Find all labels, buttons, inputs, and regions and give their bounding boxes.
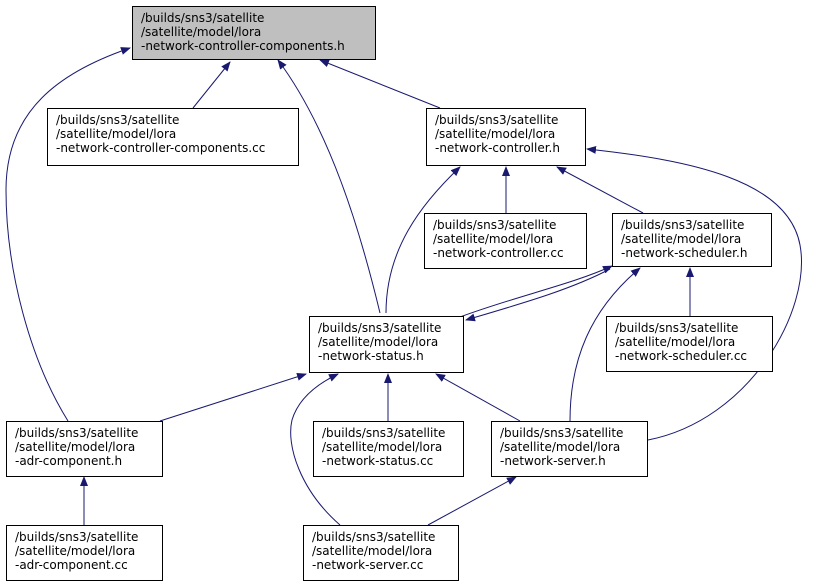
- node-adr-component-h[interactable]: /builds/sns3/satellite /satellite/model/…: [6, 421, 163, 477]
- node-line: /builds/sns3/satellite: [621, 218, 745, 232]
- node-line: /satellite/model/lora: [435, 127, 556, 141]
- node-line: /builds/sns3/satellite: [312, 530, 436, 544]
- node-line: /satellite/model/lora: [15, 544, 136, 558]
- node-line: /satellite/model/lora: [141, 25, 262, 39]
- edge-status-h-to-controller-h: [385, 166, 461, 314]
- node-line: /satellite/model/lora: [312, 544, 433, 558]
- node-network-status-cc[interactable]: /builds/sns3/satellite /satellite/model/…: [313, 421, 464, 477]
- node-adr-component-cc[interactable]: /builds/sns3/satellite /satellite/model/…: [6, 525, 163, 581]
- edge-components-cc-to-components-h: [192, 61, 231, 109]
- node-network-server-cc[interactable]: /builds/sns3/satellite /satellite/model/…: [303, 525, 459, 581]
- node-network-scheduler-cc[interactable]: /builds/sns3/satellite /satellite/model/…: [606, 316, 773, 372]
- node-line: -adr-component.h: [15, 454, 123, 468]
- node-network-controller-h[interactable]: /builds/sns3/satellite /satellite/model/…: [426, 108, 586, 166]
- node-line: /satellite/model/lora: [433, 232, 554, 246]
- node-line: -network-status.h: [318, 349, 424, 363]
- node-line: /satellite/model/lora: [500, 440, 621, 454]
- edge-scheduler-h-to-controller-h: [556, 166, 644, 214]
- edge-adr-h-to-components-h: [5, 47, 131, 422]
- node-network-status-h[interactable]: /builds/sns3/satellite /satellite/model/…: [309, 316, 464, 373]
- node-line: /satellite/model/lora: [318, 335, 439, 349]
- node-line: -network-server.cc: [312, 558, 424, 572]
- node-line: -network-controller-components.cc: [56, 141, 266, 155]
- node-network-scheduler-h[interactable]: /builds/sns3/satellite /satellite/model/…: [612, 213, 772, 267]
- node-line: -network-scheduler.h: [621, 246, 748, 260]
- node-network-controller-components-h: /builds/sns3/satellite /satellite/model/…: [132, 6, 376, 60]
- node-line: -network-controller-components.h: [141, 39, 345, 53]
- node-line: /builds/sns3/satellite: [322, 426, 446, 440]
- node-line: /satellite/model/lora: [615, 335, 736, 349]
- node-line: /builds/sns3/satellite: [15, 426, 139, 440]
- node-line: /satellite/model/lora: [15, 440, 136, 454]
- node-line: /satellite/model/lora: [322, 440, 443, 454]
- node-line: -network-status.cc: [322, 454, 434, 468]
- node-line: /builds/sns3/satellite: [500, 426, 624, 440]
- edge-status-h-to-scheduler-h: [459, 265, 613, 318]
- node-line: /builds/sns3/satellite: [15, 530, 139, 544]
- edge-server-h-to-scheduler-h: [569, 267, 641, 422]
- node-line: -adr-component.cc: [15, 558, 128, 572]
- node-line: /builds/sns3/satellite: [56, 113, 180, 127]
- edge-server-h-to-controller-h: [586, 145, 802, 441]
- node-network-controller-cc[interactable]: /builds/sns3/satellite /satellite/model/…: [424, 213, 587, 269]
- edge-controller-h-to-components-h: [319, 59, 441, 109]
- node-network-server-h[interactable]: /builds/sns3/satellite /satellite/model/…: [491, 421, 648, 477]
- edge-server-h-to-status-h: [435, 373, 521, 422]
- node-line: -network-controller.h: [435, 141, 560, 155]
- node-line: /satellite/model/lora: [56, 127, 177, 141]
- node-line: /builds/sns3/satellite: [435, 113, 559, 127]
- node-line: -network-controller.cc: [433, 246, 564, 260]
- node-line: /satellite/model/lora: [621, 232, 742, 246]
- node-line: /builds/sns3/satellite: [433, 218, 557, 232]
- edge-server-cc-to-status-h: [290, 373, 341, 526]
- node-network-controller-components-cc[interactable]: /builds/sns3/satellite /satellite/model/…: [47, 108, 299, 166]
- node-line: /builds/sns3/satellite: [615, 321, 739, 335]
- edge-server-cc-to-server-h: [427, 476, 517, 526]
- node-line: -network-server.h: [500, 454, 606, 468]
- edge-scheduler-h-to-status-h: [465, 268, 611, 322]
- edge-status-h-to-components-h: [277, 59, 381, 314]
- node-line: -network-scheduler.cc: [615, 349, 748, 363]
- node-line: /builds/sns3/satellite: [318, 321, 442, 335]
- edge-adr-h-to-status-h: [159, 372, 307, 422]
- node-line: /builds/sns3/satellite: [141, 11, 265, 25]
